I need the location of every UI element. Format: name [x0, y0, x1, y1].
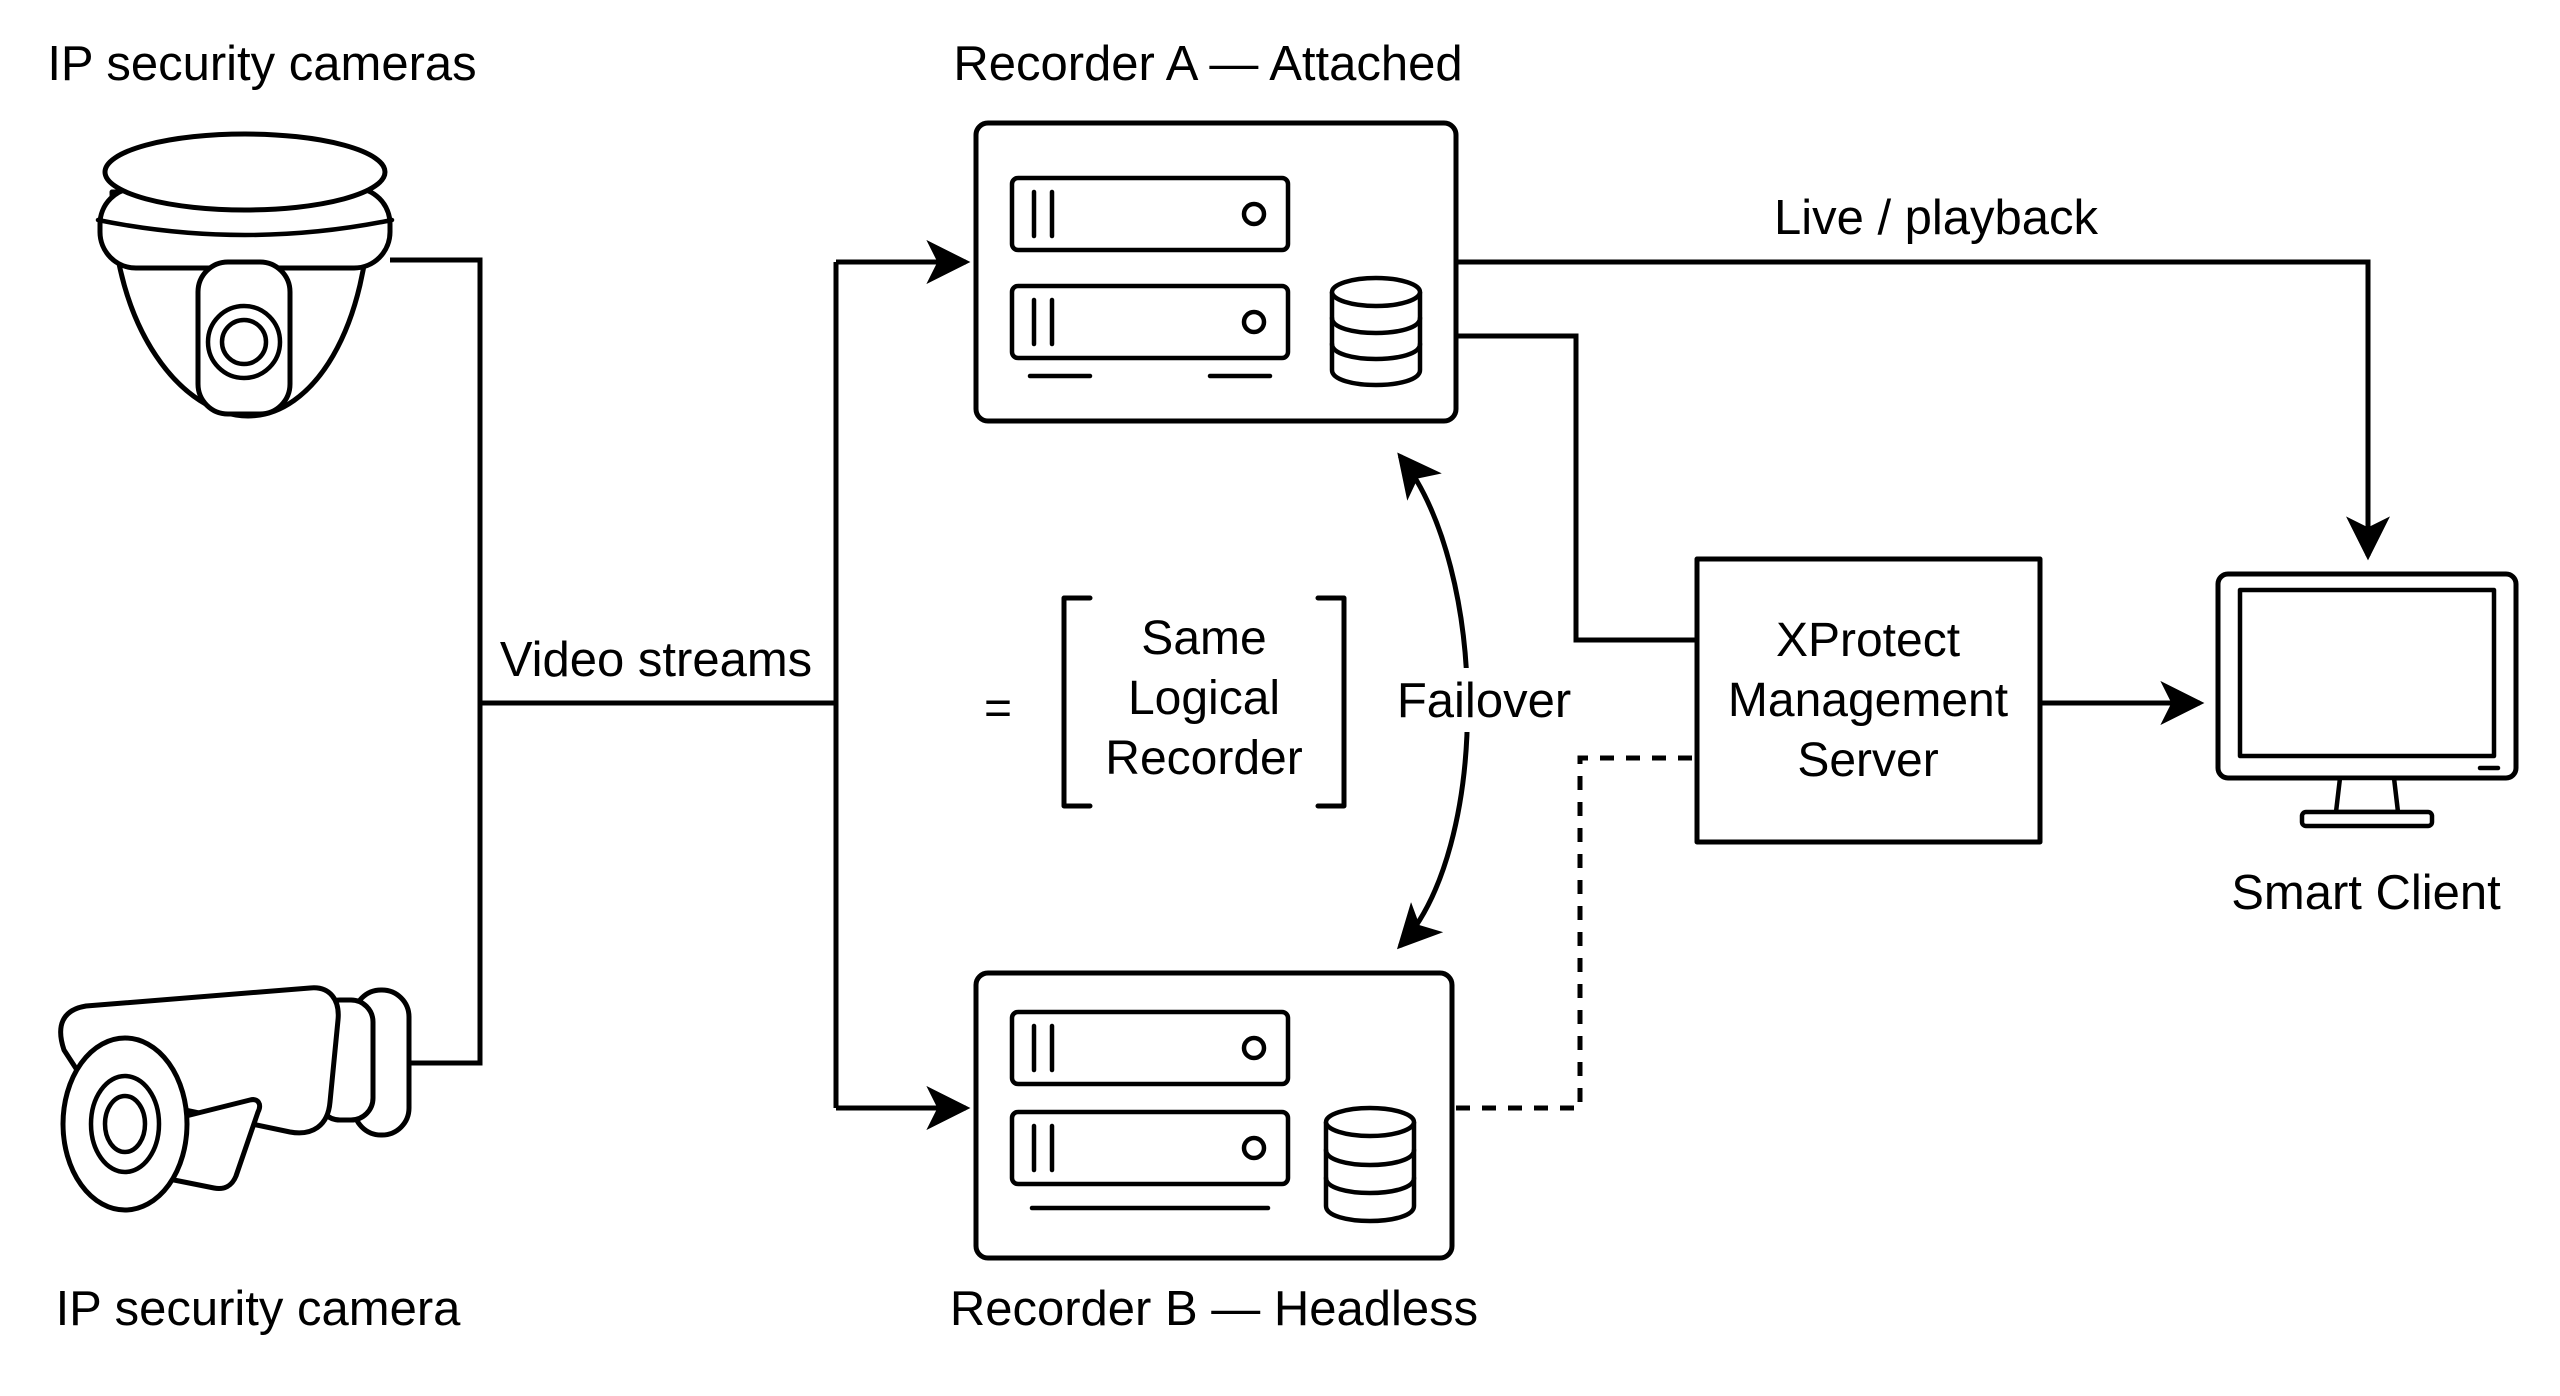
- monitor-icon: [2215, 571, 2519, 829]
- recorder-a-box: [973, 120, 1459, 424]
- logical-recorder-line-2: Logical: [1128, 672, 1280, 725]
- bullet-camera-icon: [58, 985, 412, 1213]
- failover-label: Failover: [1397, 674, 1571, 728]
- recorder-b-to-management-dashed-line: [1456, 755, 1697, 1111]
- live-playback-line: [1456, 259, 2390, 561]
- server-icon: [1009, 1109, 1291, 1187]
- equals-sign: =: [984, 682, 1012, 735]
- recorder-b-box: [973, 970, 1455, 1261]
- live-playback-label: Live / playback: [1774, 191, 2099, 245]
- logical-recorder-line-1: Same: [1141, 612, 1266, 665]
- database-icon: [1323, 1105, 1417, 1224]
- management-server-line-3: Server: [1797, 734, 1938, 787]
- logical-recorder-line-3: Recorder: [1105, 732, 1302, 785]
- database-icon: [1329, 275, 1423, 388]
- server-icon: [1009, 283, 1291, 361]
- camera-connections: [390, 257, 839, 1108]
- smart-client-label: Smart Client: [2231, 866, 2501, 920]
- failover-label-bg: [1388, 668, 1578, 732]
- management-server-line-1: XProtect: [1776, 614, 1960, 667]
- dome-camera-label: IP security cameras: [47, 37, 476, 91]
- recorder-a-to-management-line: [1456, 333, 1697, 643]
- bullet-camera-label: IP security camera: [56, 1282, 462, 1336]
- right-bracket: [1315, 595, 1347, 809]
- left-bracket: [1061, 595, 1093, 809]
- management-server-box: [1694, 556, 2043, 845]
- video-streams-label: Video streams: [500, 633, 812, 687]
- recorder-b-label: Recorder B — Headless: [950, 1282, 1478, 1336]
- management-server-line-2: Management: [1728, 674, 2008, 727]
- server-icon: [1009, 1009, 1291, 1087]
- recorder-a-label: Recorder A — Attached: [953, 37, 1462, 91]
- dome-camera-icon: [95, 131, 395, 419]
- server-icon: [1009, 175, 1291, 253]
